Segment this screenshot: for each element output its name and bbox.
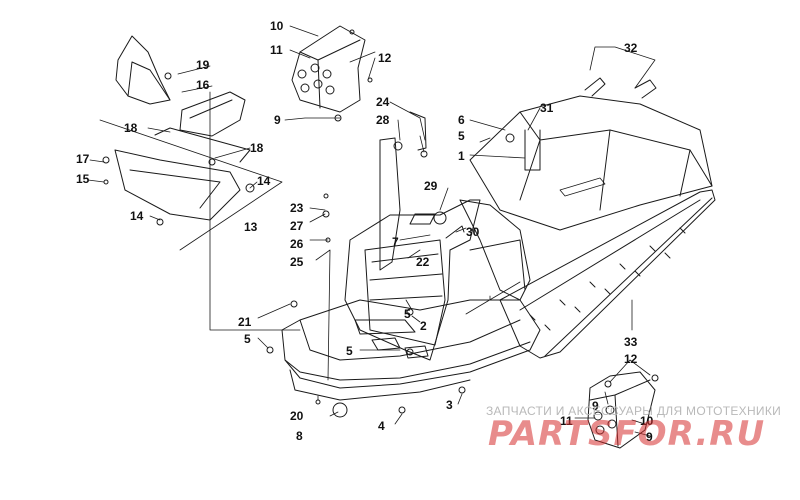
callout-9-lower-b: 9 — [646, 430, 653, 444]
callout-13: 13 — [244, 220, 258, 234]
watermark-caption: ЗАПЧАСТИ И АКСЕССУАРЫ ДЛЯ МОТОТЕХНИКИ — [486, 404, 782, 418]
lower-bracket-assembly — [587, 371, 656, 449]
left-bracket-assembly — [114, 35, 251, 221]
callout-11-upper: 11 — [270, 43, 283, 57]
callout-7: 7 — [392, 235, 399, 249]
callout-18-right: 18 — [250, 141, 264, 155]
callout-27: 27 — [290, 219, 304, 233]
callout-12-lower: 12 — [624, 352, 638, 366]
part-number-labels: 10 11 12 9 19 16 18 18 17 15 14 14 13 24… — [76, 19, 654, 444]
callout-17: 17 — [76, 152, 90, 166]
callout-30: 30 — [466, 225, 480, 239]
callout-26: 26 — [290, 237, 304, 251]
callout-5-left: 5 — [244, 332, 251, 346]
front-chassis — [281, 137, 541, 401]
callout-16: 16 — [196, 78, 210, 92]
callout-2: 2 — [420, 319, 427, 333]
hardware-fasteners — [102, 29, 659, 418]
callout-6: 6 — [458, 113, 465, 127]
callout-21: 21 — [238, 315, 252, 329]
callout-33: 33 — [624, 335, 638, 349]
callout-25: 25 — [290, 255, 304, 269]
callout-15: 15 — [76, 172, 90, 186]
callout-22: 22 — [416, 255, 430, 269]
watermark-logo: PARTSFOR.RU — [488, 414, 766, 454]
callout-8: 8 — [296, 429, 303, 443]
running-board-rail — [499, 189, 716, 359]
callout-3: 3 — [446, 398, 453, 412]
callout-11-lower: 11 — [560, 414, 573, 428]
callout-12-upper: 12 — [378, 51, 392, 65]
callout-32: 32 — [624, 41, 638, 55]
callout-14-right: 14 — [257, 174, 271, 188]
callout-20: 20 — [290, 409, 304, 423]
callout-10-upper: 10 — [270, 19, 284, 33]
callout-5-lower: 5 — [346, 344, 353, 358]
callout-1: 1 — [458, 149, 465, 163]
callout-9-lower-a: 9 — [592, 399, 599, 413]
callout-10-lower: 10 — [640, 414, 654, 428]
callout-29: 29 — [424, 179, 438, 193]
callout-4: 4 — [378, 419, 385, 433]
callout-18-left: 18 — [124, 121, 138, 135]
upper-bracket-assembly — [291, 25, 366, 113]
tunnel-assembly — [469, 77, 713, 231]
callout-28: 28 — [376, 113, 390, 127]
callout-5-center: 5 — [404, 307, 411, 321]
callout-23: 23 — [290, 201, 304, 215]
callout-24: 24 — [376, 95, 390, 109]
callout-19: 19 — [196, 58, 210, 72]
callout-14-left: 14 — [130, 209, 144, 223]
leader-lines — [87, 25, 656, 437]
callout-9-upper: 9 — [274, 113, 281, 127]
callout-31: 31 — [540, 101, 554, 115]
callout-5-top: 5 — [458, 129, 465, 143]
